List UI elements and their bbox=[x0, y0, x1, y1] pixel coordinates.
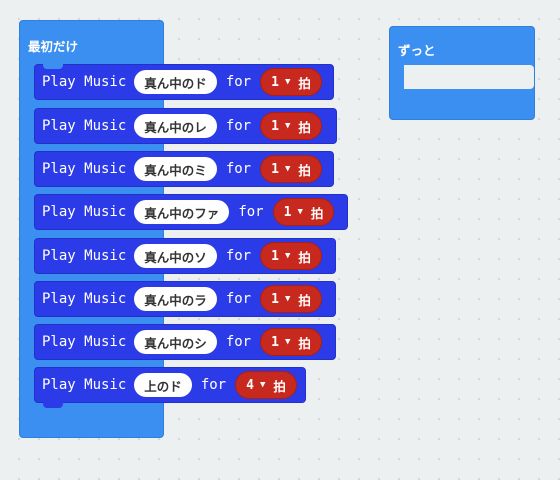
beat-value: 1 bbox=[271, 334, 279, 350]
beat-unit: 拍 bbox=[298, 249, 311, 265]
caret-down-icon: ▼ bbox=[259, 380, 266, 390]
for-label: for bbox=[225, 248, 252, 264]
caret-down-icon: ▼ bbox=[284, 337, 291, 347]
note-dropdown[interactable]: 真ん中のレ bbox=[134, 114, 217, 138]
beat-value: 1 bbox=[271, 161, 279, 177]
play-music-block[interactable]: Play Music 真ん中のラ for 1 ▼ 拍 bbox=[34, 281, 336, 317]
beat-unit: 拍 bbox=[310, 205, 324, 221]
beat-value: 1 bbox=[271, 248, 279, 264]
beat-unit: 拍 bbox=[298, 292, 311, 308]
note-dropdown[interactable]: 真ん中のミ bbox=[134, 157, 217, 181]
play-music-label: Play Music bbox=[42, 74, 127, 90]
beat-dropdown[interactable]: 4 ▼ 拍 bbox=[235, 371, 297, 399]
caret-down-icon: ▼ bbox=[297, 207, 303, 217]
beat-dropdown[interactable]: 1 ▼ 拍 bbox=[260, 285, 322, 313]
forever-title: ずっと bbox=[398, 43, 436, 58]
beat-value: 4 bbox=[246, 377, 254, 393]
for-label: for bbox=[200, 377, 227, 393]
beat-value: 1 bbox=[283, 204, 292, 220]
caret-down-icon: ▼ bbox=[284, 77, 291, 87]
play-music-block[interactable]: Play Music 上のド for 4 ▼ 拍 bbox=[34, 367, 306, 408]
caret-down-icon: ▼ bbox=[284, 251, 291, 261]
caret-down-icon: ▼ bbox=[284, 294, 291, 304]
beat-unit: 拍 bbox=[298, 75, 311, 91]
play-music-label: Play Music bbox=[42, 118, 127, 134]
for-label: for bbox=[225, 74, 252, 90]
for-label: for bbox=[225, 161, 252, 177]
note-dropdown[interactable]: 真ん中のソ bbox=[134, 244, 217, 268]
forever-block[interactable]: ずっと bbox=[389, 26, 535, 120]
beat-dropdown[interactable]: 1 ▼ 拍 bbox=[260, 242, 322, 270]
play-music-label: Play Music bbox=[42, 204, 127, 220]
empty-statement-slot[interactable] bbox=[404, 65, 534, 89]
play-music-block[interactable]: Play Music 真ん中のファ for 1 ▼ 拍 bbox=[34, 194, 348, 230]
beat-value: 1 bbox=[271, 291, 279, 307]
note-dropdown[interactable]: 真ん中のラ bbox=[134, 287, 217, 311]
beat-value: 1 bbox=[271, 118, 279, 134]
play-music-label: Play Music bbox=[42, 291, 127, 307]
beat-unit: 拍 bbox=[298, 162, 311, 178]
play-music-block[interactable]: Play Music 真ん中のド for 1 ▼ 拍 bbox=[34, 64, 334, 100]
block-notch bbox=[43, 402, 63, 408]
beat-unit: 拍 bbox=[273, 378, 286, 394]
note-dropdown[interactable]: 真ん中のド bbox=[134, 70, 217, 94]
beat-unit: 拍 bbox=[298, 335, 311, 351]
block-notch bbox=[43, 64, 63, 69]
play-music-label: Play Music bbox=[42, 248, 127, 264]
play-music-block[interactable]: Play Music 真ん中のシ for 1 ▼ 拍 bbox=[34, 324, 336, 360]
on-start-title: 最初だけ bbox=[28, 39, 79, 54]
for-label: for bbox=[225, 334, 252, 350]
play-music-block[interactable]: Play Music 真ん中のミ for 1 ▼ 拍 bbox=[34, 151, 334, 187]
note-dropdown[interactable]: 真ん中のシ bbox=[134, 330, 217, 354]
play-music-label: Play Music bbox=[42, 161, 127, 177]
note-dropdown[interactable]: 上のド bbox=[134, 373, 192, 397]
beat-dropdown[interactable]: 1 ▼ 拍 bbox=[260, 112, 322, 140]
for-label: for bbox=[238, 204, 264, 220]
caret-down-icon: ▼ bbox=[284, 121, 291, 131]
beat-dropdown[interactable]: 1 ▼ 拍 bbox=[260, 155, 322, 183]
caret-down-icon: ▼ bbox=[284, 164, 291, 174]
beat-dropdown[interactable]: 1 ▼ 拍 bbox=[260, 328, 322, 356]
beat-unit: 拍 bbox=[298, 119, 311, 135]
play-music-label: Play Music bbox=[42, 334, 127, 350]
note-dropdown[interactable]: 真ん中のファ bbox=[134, 200, 230, 224]
play-music-label: Play Music bbox=[42, 377, 127, 393]
play-music-block[interactable]: Play Music 真ん中のレ for 1 ▼ 拍 bbox=[34, 108, 337, 144]
for-label: for bbox=[225, 118, 252, 134]
beat-value: 1 bbox=[271, 74, 279, 90]
beat-dropdown[interactable]: 1 ▼ 拍 bbox=[272, 198, 335, 226]
beat-dropdown[interactable]: 1 ▼ 拍 bbox=[260, 68, 322, 96]
play-music-block[interactable]: Play Music 真ん中のソ for 1 ▼ 拍 bbox=[34, 238, 336, 274]
for-label: for bbox=[225, 291, 252, 307]
